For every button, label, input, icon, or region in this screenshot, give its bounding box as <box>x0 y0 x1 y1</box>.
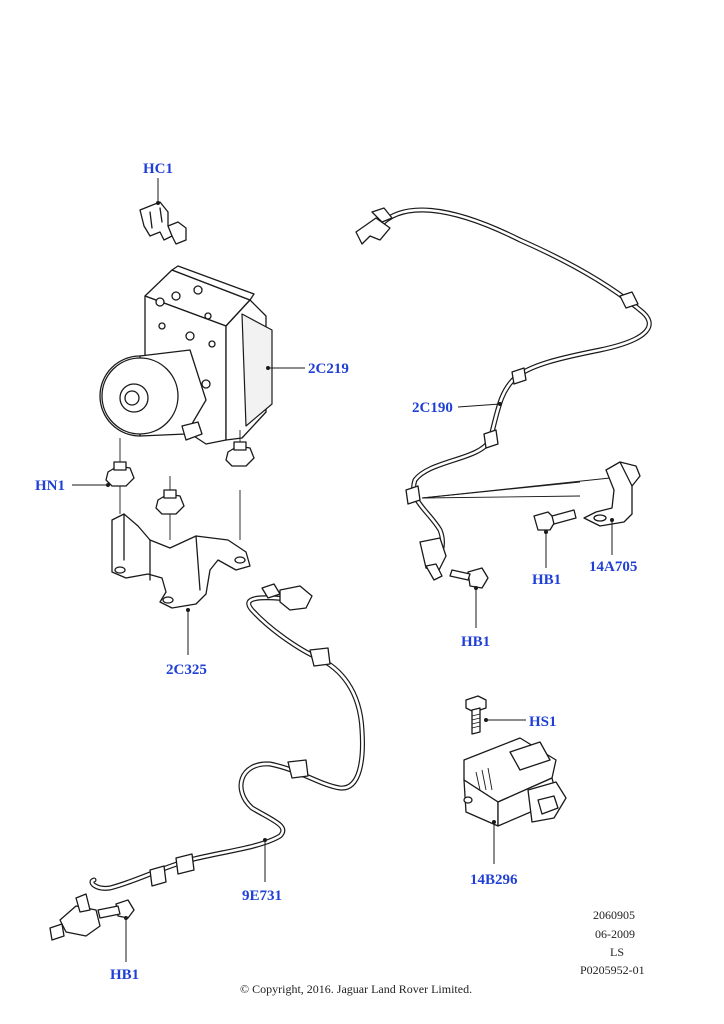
sensor-14b296-drawing <box>463 737 567 827</box>
harness-9e731-drawing <box>49 583 365 941</box>
nuts-hn1-drawing <box>105 430 255 515</box>
harness-2c190-drawing <box>355 207 652 581</box>
copyright-notice: © Copyright, 2016. Jaguar Land Rover Lim… <box>240 982 472 996</box>
meta-line-2: 06-2009 <box>595 927 635 941</box>
label-14a705[interactable]: 14A705 <box>589 559 637 575</box>
label-2c219[interactable]: 2C219 <box>308 361 349 377</box>
label-hs1[interactable]: HS1 <box>529 714 557 730</box>
bracket-14a705-drawing <box>583 461 641 527</box>
meta-line-3: LS <box>610 945 624 959</box>
bolt-hb1-sensor-drawing <box>449 567 489 589</box>
clip-hc1-drawing <box>139 201 187 245</box>
label-hb1-sensor[interactable]: HB1 <box>461 634 490 650</box>
label-2c325[interactable]: 2C325 <box>166 662 207 678</box>
screw-hs1-drawing <box>465 695 487 735</box>
label-hn1[interactable]: HN1 <box>35 478 65 494</box>
meta-line-4: P0205952-01 <box>580 963 645 977</box>
abs-modulator-drawing <box>99 265 273 445</box>
label-hc1[interactable]: HC1 <box>143 161 173 177</box>
label-14b296[interactable]: 14B296 <box>470 872 518 888</box>
meta-line-1: 2060905 <box>593 908 635 922</box>
bolt-hb1-bracket-drawing <box>533 509 577 531</box>
label-hb1-front[interactable]: HB1 <box>110 967 139 983</box>
label-2c190[interactable]: 2C190 <box>412 400 453 416</box>
label-9e731[interactable]: 9E731 <box>242 888 282 904</box>
bolt-hb1-front-drawing <box>97 899 135 919</box>
bracket-2c325-drawing <box>111 486 251 609</box>
label-hb1-bracket[interactable]: HB1 <box>532 572 561 588</box>
